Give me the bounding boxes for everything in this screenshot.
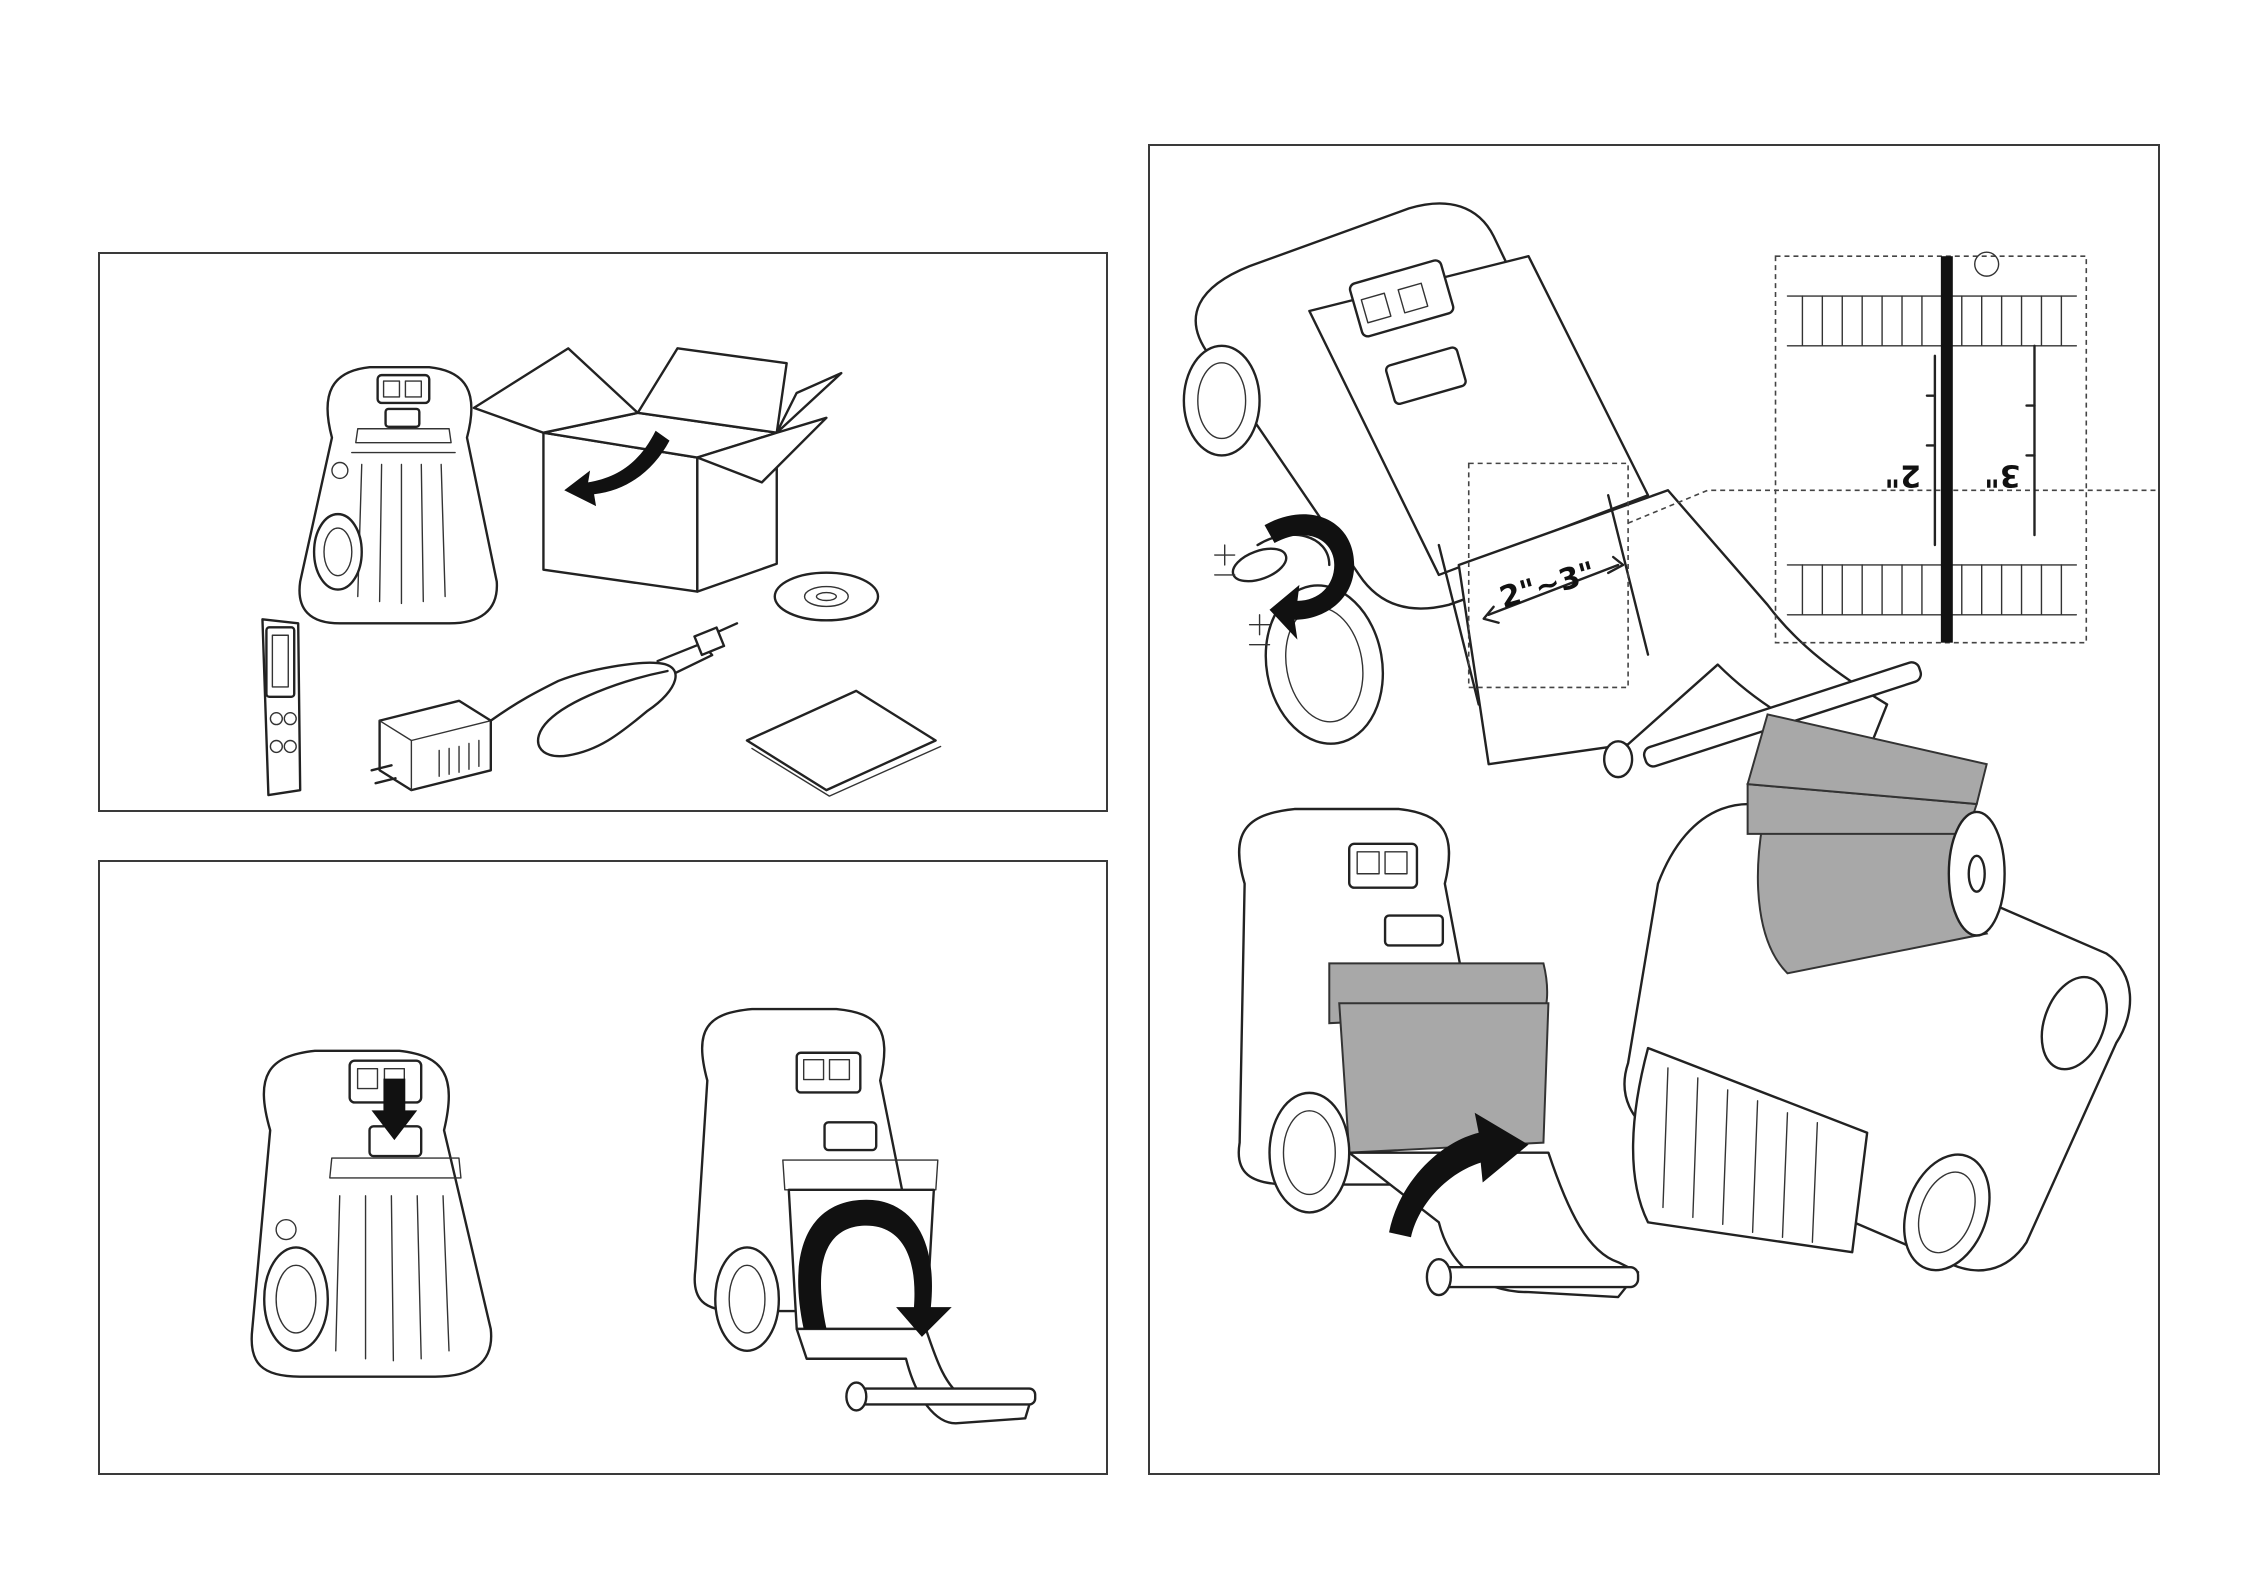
guide-3-inch-label: 3" <box>1984 457 2020 492</box>
open-box-illustration <box>474 348 841 591</box>
package-contents-illustration <box>100 254 1106 810</box>
load-paper-illustration: 2"~3" 2" 3" <box>1150 146 2158 1473</box>
load-paper-panel: 2"~3" 2" 3" <box>1148 144 2160 1475</box>
paper-guide-inset: 2" 3" <box>1776 252 2087 642</box>
printer-paper-inserted-illustration <box>1239 809 1638 1297</box>
printer-front-illustration <box>300 367 497 623</box>
power-adapter-illustration <box>372 623 737 790</box>
guide-2-inch-label: 2" <box>1885 457 1921 492</box>
open-cover-panel <box>98 860 1108 1475</box>
open-cover-illustration <box>100 862 1106 1473</box>
quick-guide-illustration <box>747 691 941 796</box>
printer-closed-illustration <box>252 1051 492 1377</box>
belt-clip-illustration <box>262 619 300 795</box>
package-contents-panel <box>98 252 1108 812</box>
printer-open-illustration <box>695 1009 1036 1423</box>
cd-disc-illustration <box>775 573 878 621</box>
printer-roll-top-illustration <box>1625 714 2131 1282</box>
